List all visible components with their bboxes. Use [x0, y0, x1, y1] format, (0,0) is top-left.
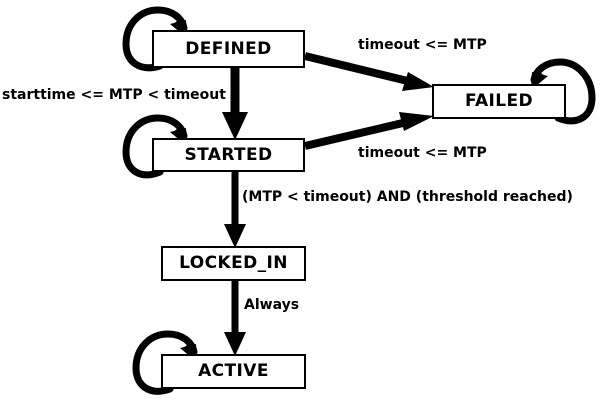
state-label-defined: DEFINED: [185, 38, 272, 59]
state-box-started[interactable]: STARTED: [152, 138, 305, 172]
edge-started-to-locked-in: [224, 172, 246, 248]
state-box-locked-in[interactable]: LOCKED_IN: [161, 246, 306, 281]
state-label-locked-in: LOCKED_IN: [179, 253, 288, 273]
state-box-defined[interactable]: DEFINED: [152, 30, 305, 68]
state-box-active[interactable]: ACTIVE: [161, 354, 306, 389]
state-box-failed[interactable]: FAILED: [432, 84, 566, 119]
edge-label-started-to-locked-in: (MTP < timeout) AND (threshold reached): [242, 189, 573, 205]
state-label-active: ACTIVE: [198, 361, 269, 381]
state-label-failed: FAILED: [464, 91, 534, 111]
edge-defined-to-failed: [304, 52, 434, 91]
edge-label-defined-to-started: starttime <= MTP < timeout: [2, 87, 226, 103]
edge-label-locked-in-to-active: Always: [244, 297, 300, 313]
edge-label-defined-to-failed: timeout <= MTP: [358, 37, 487, 53]
edge-label-started-to-failed: timeout <= MTP: [358, 145, 487, 161]
edge-locked-in-to-active: [224, 281, 246, 356]
edge-started-to-failed: [304, 112, 434, 150]
edge-defined-to-started: [222, 68, 248, 140]
state-label-started: STARTED: [184, 144, 273, 165]
